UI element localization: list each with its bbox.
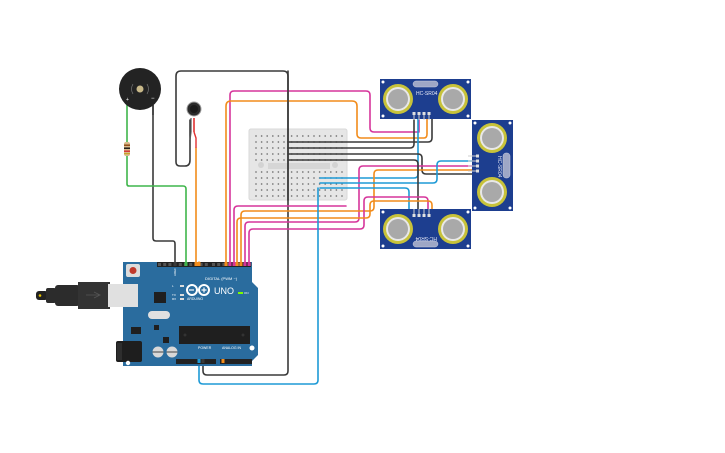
sensor-right-model: HC-SR04 [496, 156, 502, 178]
analog-label: ANALOG IN [222, 346, 242, 350]
transducer-bottom [477, 177, 507, 207]
wire-top-sensor-orange[interactable] [225, 100, 428, 263]
wire-top-sensor-gnd[interactable] [287, 115, 433, 143]
power-led [238, 292, 243, 294]
wire-buzzer-signal[interactable] [126, 151, 187, 263]
arduino-uno[interactable]: DIGITAL (PWM ~) AREF ARDUINO UNO L TX RX… [108, 262, 258, 366]
aref-label: AREF [173, 268, 177, 276]
wire-motor-gnd[interactable] [175, 70, 289, 376]
wire-bottom-sensor-gnd[interactable] [287, 159, 419, 213]
power-jack [116, 341, 142, 362]
buzzer-plus-label: + [126, 97, 129, 103]
transducer-left [383, 84, 413, 114]
wire-bottom-sensor-blue[interactable] [319, 187, 410, 213]
wire-top-sensor-vcc[interactable] [287, 115, 415, 149]
breadboard[interactable] [248, 128, 348, 201]
digital-header [157, 262, 251, 267]
power-header [176, 359, 216, 364]
arduino-brand: ARDUINO [187, 297, 203, 301]
wires [126, 70, 473, 385]
led-l-label: L [172, 284, 174, 288]
wire-bottom-sensor-magenta[interactable] [248, 196, 429, 263]
power-label: POWER [198, 346, 212, 350]
transducer-top [477, 123, 507, 153]
arduino-logo [186, 284, 210, 296]
usb-chip [154, 292, 166, 303]
ultrasonic-sensor-bottom[interactable]: HC-SR04 [380, 209, 471, 249]
wire-bottom-sensor-magenta-2[interactable] [233, 205, 347, 263]
wire-right-sensor-blue[interactable] [319, 160, 473, 184]
status-leds: L TX RX ON [172, 284, 249, 301]
wire-right-sensor-orange[interactable] [240, 169, 473, 263]
sensor-right-pins [468, 154, 479, 173]
transducer-right [438, 214, 468, 244]
sensor-top-model: HC-SR04 [416, 91, 438, 97]
sensor-top-pins [412, 112, 431, 120]
transducer-right [438, 84, 468, 114]
usb-port [108, 284, 138, 307]
uno-label: UNO [214, 286, 234, 296]
header-wire-ends [173, 262, 251, 363]
piezo-buzzer[interactable]: + − [119, 68, 161, 152]
voltage-regulator [131, 327, 141, 334]
led-tx-label: TX [172, 293, 176, 297]
resistor[interactable] [124, 142, 130, 156]
crystal [148, 311, 170, 319]
wire-right-sensor-gnd[interactable] [287, 153, 473, 175]
ultrasonic-sensor-right[interactable]: HC-SR04 [468, 120, 513, 211]
transducer-left [383, 214, 413, 244]
analog-header [220, 359, 252, 364]
atmega-chip [179, 326, 250, 344]
vibration-motor[interactable] [186, 101, 202, 148]
wire-bottom-sensor-orange[interactable] [236, 200, 433, 263]
sensor-bottom-pins [412, 209, 431, 217]
wire-5v-blue[interactable] [198, 187, 319, 385]
wire-buzzer-gnd[interactable] [152, 104, 176, 263]
on-label: ON [244, 291, 249, 295]
wire-right-sensor-magenta[interactable] [244, 165, 473, 263]
led-rx-label: RX [172, 297, 176, 301]
digital-label: DIGITAL (PWM ~) [205, 276, 238, 281]
buzzer-minus-label: − [151, 96, 155, 102]
wire-top-sensor-magenta[interactable] [229, 90, 420, 263]
sensor-bottom-model: HC-SR04 [415, 235, 437, 241]
ultrasonic-sensor-top[interactable]: HC-SR04 [380, 79, 471, 120]
